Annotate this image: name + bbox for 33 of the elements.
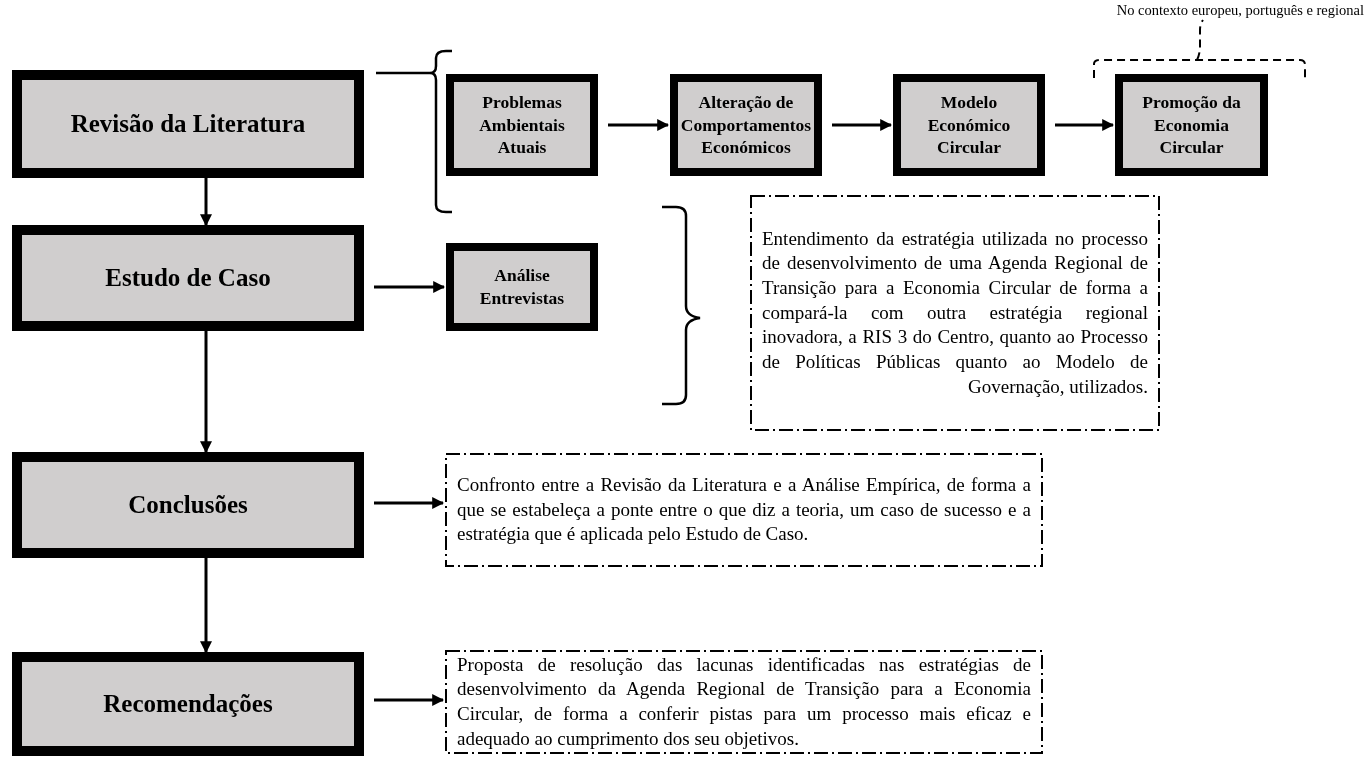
topic-box [670,74,822,176]
box-label: Revisão da Literatura [70,108,306,139]
arrow [200,331,212,454]
phase-box [12,225,364,331]
box-label: Recomendações [103,688,273,719]
phase-box [12,652,364,756]
dash-dot-text-box [750,195,1160,431]
box-label: Promoção da Economia Circular [1141,90,1242,160]
arrow [832,119,893,131]
box-label: Alteração de Comportamentos Económicos [680,90,812,160]
topic-box [893,74,1045,176]
arrow [1055,119,1115,131]
dash-dot-text-box [445,453,1043,567]
note-text: Entendimento da estratégia utilizada no processo de desenvolvimento de uma Agenda Regional de Transição para a Economia Circular de forma a compará-la com outra estratégia regional inovadora, a RIS 3 do Centro, quanto ao Processo de Políticas Públicas quanto ao Modelo de Governação, utilizados. [762,226,1148,399]
phase-box [12,70,364,178]
arrow [374,497,445,509]
box-label: Modelo Económico Circular [926,90,1012,160]
arrow [374,694,445,706]
box-label: Estudo de Caso [105,262,271,293]
topic-box [446,74,598,176]
arrow [200,558,212,654]
phase-box [12,452,364,558]
box-label: Problemas Ambientais Atuais [478,90,566,160]
note-text: Proposta de resolução das lacunas identificadas nas estratégias de desenvolvimento da Agenda Regional de Transição para a Economia Circular, de forma a conferir pistas para um processo mais eficaz e adequado ao cumprimento dos seu objetivos. [457,652,1031,751]
box-label: Análise Entrevistas [478,264,566,310]
box-label: Conclusões [128,489,248,520]
arrow [608,119,670,131]
topic-box [446,243,598,331]
arrow [374,281,446,293]
topic-box [1115,74,1268,176]
arrow [200,178,212,227]
note-text: No contexto europeu, português e regional [1116,2,1364,19]
note-text: Confronto entre a Revisão da Literatura e a Análise Empírica, de forma a que se estabeleça a ponte entre o que diz a teoria, um caso de sucesso e a estratégia que é aplicada pelo Estudo de Caso. [457,472,1031,547]
